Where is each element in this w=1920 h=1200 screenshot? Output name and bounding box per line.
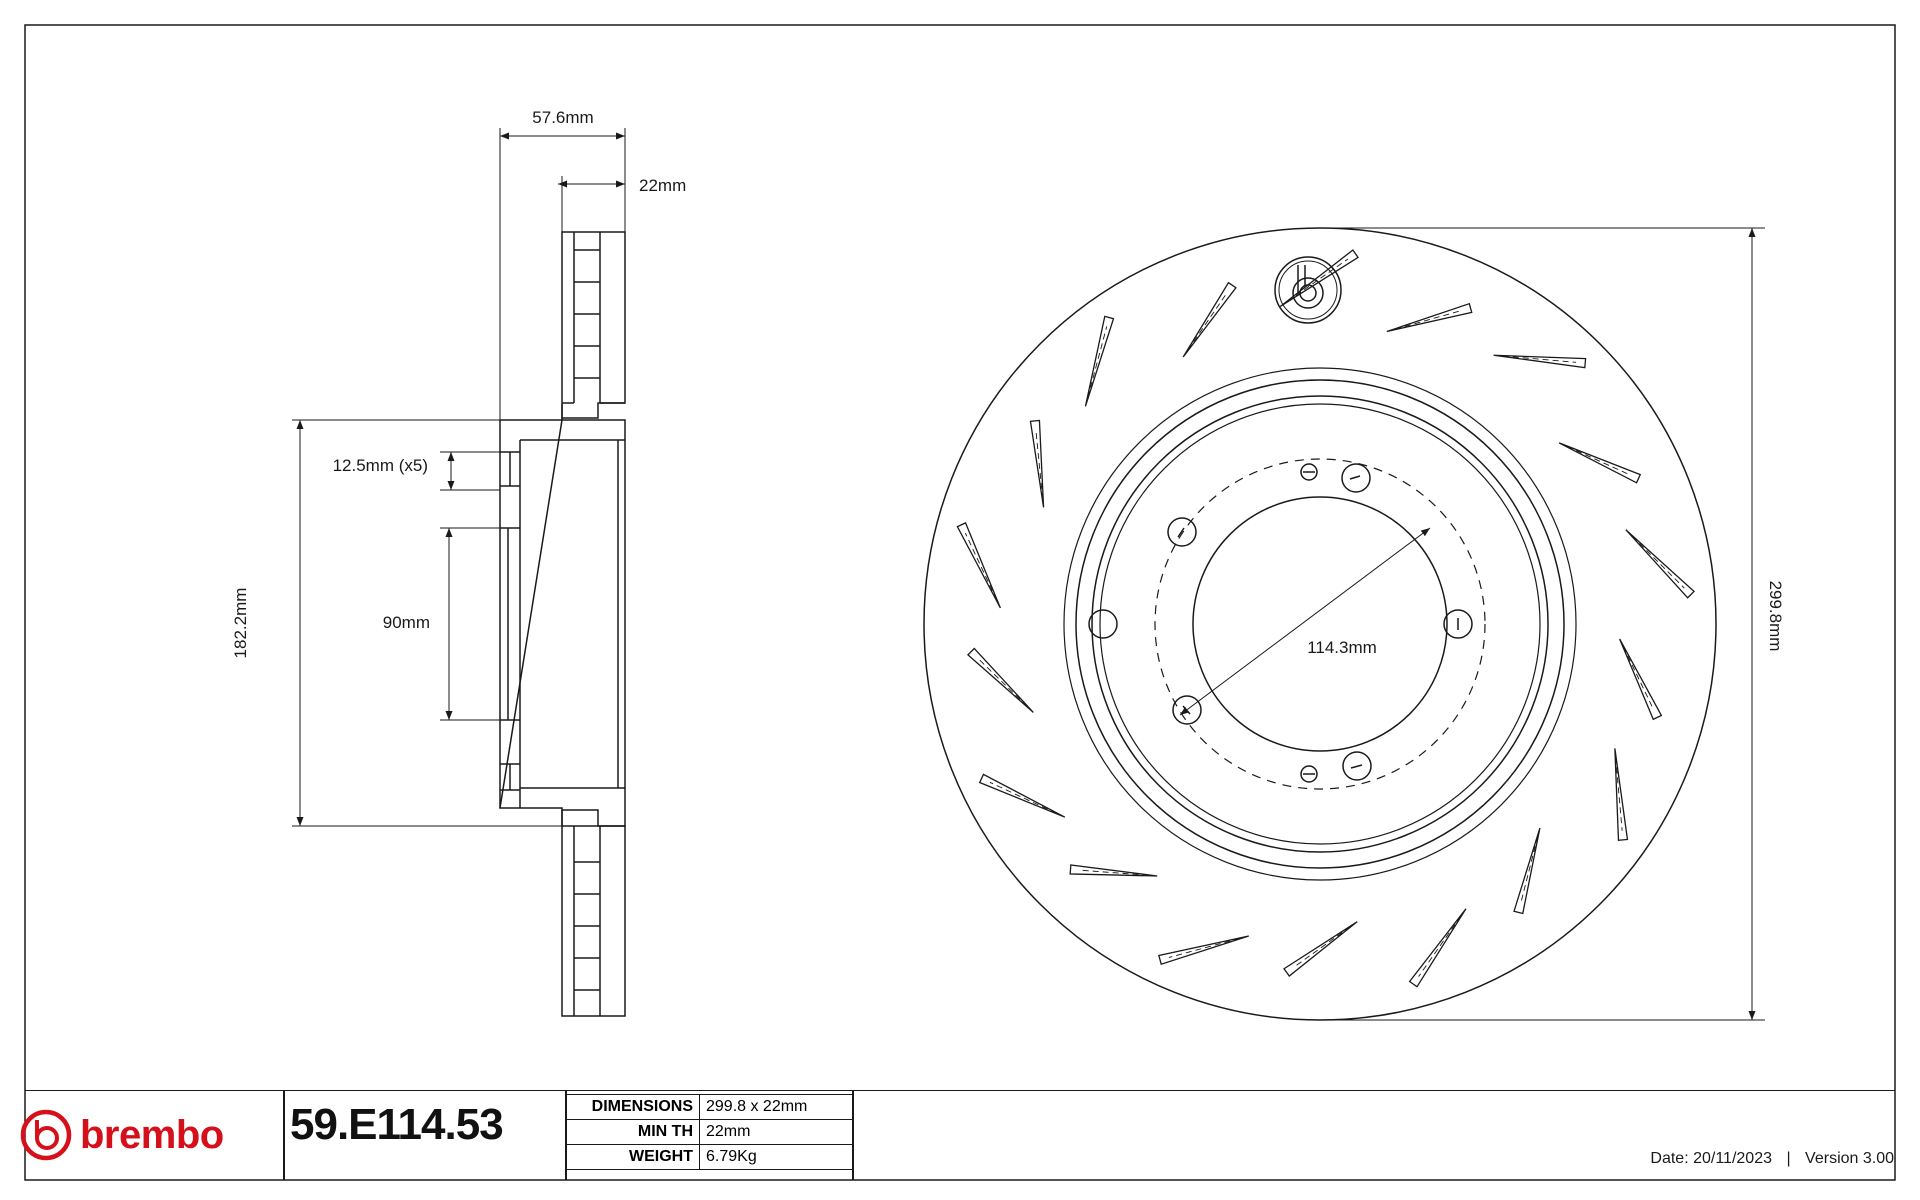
small-hole: [1300, 765, 1318, 783]
side-section-view: [499, 231, 626, 1017]
disc-slot-centerline: [1622, 646, 1654, 710]
disc-slot: [978, 773, 1066, 818]
disc-slot-centerline: [1502, 355, 1577, 363]
drawing-version: Version 3.00: [1805, 1150, 1894, 1167]
disc-slot-centerline: [964, 532, 997, 600]
disc-slot-centerline: [1395, 309, 1463, 330]
brand-logo: brembo: [20, 1092, 282, 1178]
pcd-circle: [1154, 458, 1486, 790]
dim-pcd-label: 114.3mm: [1307, 638, 1377, 657]
side-view-dimensions: [292, 128, 626, 827]
disc-slot: [1029, 419, 1045, 508]
front-view: [923, 227, 1717, 1021]
meta-separator: |: [1786, 1150, 1791, 1167]
spec-label: MIN TH: [566, 1119, 700, 1145]
disc-slot: [1493, 354, 1587, 369]
disc-slot-centerline: [989, 781, 1057, 814]
title-divider-3: [852, 1090, 854, 1180]
disc-slot-centerline: [1615, 757, 1623, 831]
dim-diameter-label: 299.8mm: [1766, 581, 1785, 652]
disc-slot-centerline: [1079, 869, 1149, 876]
dim-thickness-label: 22mm: [639, 176, 686, 195]
disc-slot-centerline: [977, 657, 1028, 707]
disc-slot: [1625, 529, 1695, 599]
disc-slot: [1614, 748, 1629, 841]
spec-value: 6.79Kg: [699, 1144, 853, 1170]
disc-slot-centerline: [1187, 292, 1228, 351]
dim-hat-height-label: 182.2mm: [231, 588, 250, 659]
title-divider-2: [565, 1090, 567, 1180]
hat-face-ring: [1099, 403, 1541, 845]
disc-slot: [1084, 315, 1115, 407]
dim-center-bore-label: 90mm: [383, 613, 430, 632]
disc-outer-edge: [923, 227, 1717, 1021]
disc-slot: [1386, 302, 1473, 333]
title-divider-1: [283, 1090, 285, 1180]
center-bore: [1192, 496, 1448, 752]
spec-row-min-th: MIN TH 22mm: [566, 1119, 853, 1145]
bolt-hole: [1443, 609, 1473, 639]
disc-slot-centerline: [1168, 937, 1240, 958]
disc-slot: [1182, 281, 1237, 358]
dim-overall-width-label: 57.6mm: [532, 108, 593, 127]
small-hole: [1300, 463, 1318, 481]
disc-slot: [1283, 921, 1358, 977]
locating-hole: [1088, 609, 1118, 639]
disc-slot-centerline: [1087, 326, 1108, 398]
spec-label: WEIGHT: [566, 1144, 700, 1170]
spec-row-dimensions: DIMENSIONS 299.8 x 22mm: [566, 1094, 853, 1120]
bolt-holes: [1088, 463, 1473, 783]
disc-slot-centerline: [1035, 429, 1044, 499]
spec-table: DIMENSIONS 299.8 x 22mm MIN TH 22mm WEIG…: [566, 1094, 853, 1170]
disc-slot-centerline: [1631, 535, 1685, 589]
disc-slot-centerline: [1287, 258, 1349, 302]
disc-slot: [1558, 442, 1642, 484]
disc-slot: [1408, 908, 1467, 988]
drawing-frame: [24, 24, 1896, 1181]
disc-logo-icon: [1274, 256, 1342, 324]
diameter-dimension: [1320, 227, 1765, 1021]
spec-row-weight: WEIGHT 6.79Kg: [566, 1144, 853, 1170]
hat-inner-ring: [1091, 395, 1549, 853]
brand-wordmark: brembo: [80, 1112, 224, 1157]
brembo-logo-icon: [20, 1109, 72, 1161]
disc-slots: [956, 249, 1695, 988]
bolt-hole: [1342, 751, 1372, 781]
disc-slot: [967, 647, 1034, 713]
disc-slot-centerline: [1293, 926, 1351, 968]
disc-slot: [1279, 249, 1359, 308]
part-number: 59.E114.53: [290, 1100, 504, 1149]
disc-slot: [1619, 638, 1663, 721]
title-block: [25, 1090, 1895, 1181]
disc-slot: [1069, 864, 1158, 877]
disc-slot: [956, 521, 1002, 609]
spec-label: DIMENSIONS: [566, 1094, 700, 1120]
disc-slot-centerline: [1520, 836, 1539, 905]
dim-bolt-hole-label: 12.5mm (x5): [333, 456, 428, 475]
hat-outer-ring: [1075, 379, 1565, 869]
spec-value: 299.8 x 22mm: [699, 1094, 853, 1120]
disc-slot-centerline: [1566, 446, 1631, 476]
disc-slot: [1513, 827, 1541, 915]
spec-value: 22mm: [699, 1119, 853, 1145]
drawing-date: Date: 20/11/2023: [1650, 1150, 1772, 1167]
footer-meta: Date: 20/11/2023 | Version 3.00: [1650, 1150, 1894, 1168]
bolt-hole: [1341, 463, 1371, 493]
bolt-hole: [1167, 517, 1197, 547]
disc-slot: [1158, 935, 1249, 966]
disc-slot-centerline: [1418, 916, 1462, 977]
disc-friction-inner-edge: [1063, 367, 1577, 881]
dim-pcd-line: [1179, 527, 1431, 716]
